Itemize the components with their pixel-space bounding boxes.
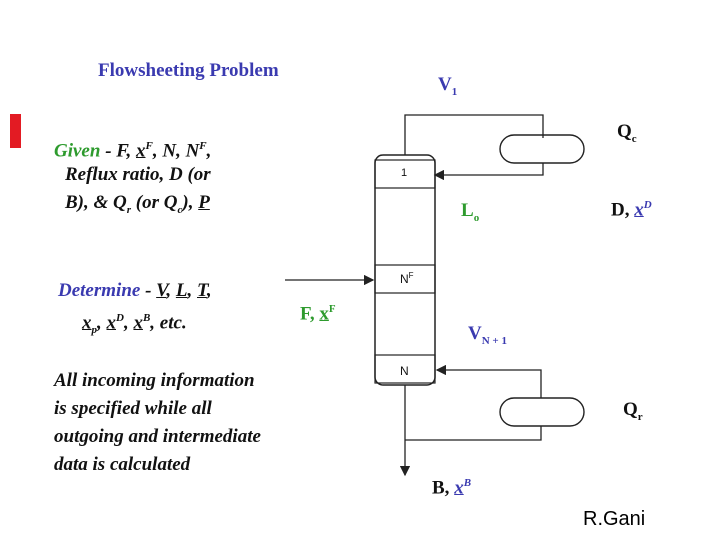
- statement-line-4: data is calculated: [54, 454, 191, 475]
- dist-x: x: [634, 199, 644, 221]
- determine-comma-5: ,: [123, 312, 134, 334]
- given-n-sup: F: [199, 140, 207, 152]
- determine-v: V: [156, 280, 167, 301]
- given-rest1b: ,: [206, 140, 212, 162]
- qr-sub: r: [637, 410, 643, 423]
- determine-xd-sup: D: [116, 312, 124, 324]
- determine-xb: x: [133, 312, 143, 334]
- determine-xp: x: [82, 312, 92, 334]
- accent-bar: [10, 114, 21, 148]
- feed-label: F, xF: [300, 303, 336, 325]
- vapour-v1-label: V1: [438, 74, 457, 98]
- given-line3c: ),: [182, 192, 199, 213]
- given-x: x: [136, 140, 146, 162]
- vn1-text: V: [468, 323, 482, 344]
- statement-line-3: outgoing and intermediate: [54, 426, 261, 447]
- reboiler: [499, 397, 585, 427]
- given-x-sup: F: [145, 140, 153, 152]
- bottoms-text: B,: [432, 477, 455, 499]
- qc-text: Q: [617, 121, 632, 142]
- determine-etc: , etc.: [150, 312, 187, 334]
- v1-text: V: [438, 74, 452, 95]
- reboiler-duty-label: Qr: [623, 399, 643, 423]
- tray-nf-box: [374, 264, 436, 294]
- determine-comma-1: ,: [166, 280, 176, 301]
- determine-dash: -: [140, 280, 157, 301]
- dist-sup: D: [643, 199, 652, 211]
- determine-comma-3: ,: [206, 280, 212, 301]
- tray-n-label: N: [400, 364, 409, 378]
- tray-nf-label: NF: [400, 271, 414, 286]
- given-line3a: B), & Q: [65, 192, 127, 213]
- statement-line-1: All incoming information: [54, 370, 255, 391]
- lo-text: L: [461, 200, 474, 221]
- qr-text: Q: [623, 399, 638, 420]
- given-rest1: , N, N: [152, 140, 200, 162]
- determine-comma-2: ,: [187, 280, 197, 301]
- condenser-duty-label: Qc: [617, 121, 637, 145]
- author-credit: R.Gani: [583, 508, 646, 530]
- vapour-vn1-label: VN + 1: [468, 323, 507, 347]
- dist-text: D,: [611, 199, 635, 221]
- condenser: [499, 134, 585, 164]
- v1-sub: 1: [451, 85, 458, 98]
- determine-xd: x: [106, 312, 117, 334]
- qc-sub: c: [631, 132, 637, 145]
- lo-sub: o: [473, 211, 480, 224]
- bottoms-label: B, xB: [432, 477, 471, 499]
- reboiler-vapour-line: [435, 364, 542, 398]
- determine-xp-sub: p: [91, 324, 98, 337]
- reflux-line: [433, 163, 544, 181]
- given-dash: - F,: [100, 140, 136, 162]
- vn1-sub: N + 1: [481, 334, 507, 347]
- column-shell: [374, 154, 436, 386]
- overhead-vapour-line: [404, 114, 544, 155]
- given-line2: Reflux ratio, D (or: [65, 164, 211, 185]
- reflux-lo-label: Lo: [461, 200, 479, 224]
- given-p: P: [198, 192, 210, 213]
- determine-block: Determine - V, L, T,: [58, 277, 212, 304]
- statement-line-2: is specified while all: [54, 398, 212, 419]
- bottoms-x: x: [454, 477, 464, 499]
- determine-label: Determine: [58, 280, 141, 301]
- feed-sup: F: [328, 303, 336, 315]
- determine-l: L: [175, 280, 188, 301]
- traynf-sup: F: [408, 271, 414, 280]
- determine-t: T: [197, 280, 207, 301]
- feed-text: F,: [300, 303, 320, 325]
- slide-title: Flowsheeting Problem: [98, 60, 279, 81]
- distillate-label: D, xD: [611, 199, 652, 221]
- tray-n-box: [374, 354, 436, 384]
- determine-line2: xp, xD, xB, etc.: [82, 305, 187, 344]
- traynf-text: N: [400, 272, 409, 286]
- given-line3: B), & Qr (or Qc), P: [65, 189, 210, 224]
- given-qc-sub: c: [177, 203, 183, 216]
- bottoms-sup: B: [463, 477, 472, 489]
- determine-xb-sup: B: [142, 312, 151, 324]
- given-block: Given - F, xF, N, NF,: [54, 133, 211, 164]
- given-label: Given: [54, 140, 101, 162]
- reboiler-liquid-line: [405, 426, 542, 441]
- tray-1-label: 1: [401, 167, 408, 179]
- given-line3b: (or Q: [131, 192, 178, 213]
- determine-comma-4: ,: [97, 312, 107, 334]
- feed-x: x: [319, 303, 329, 325]
- given-qr-sub: r: [126, 203, 132, 216]
